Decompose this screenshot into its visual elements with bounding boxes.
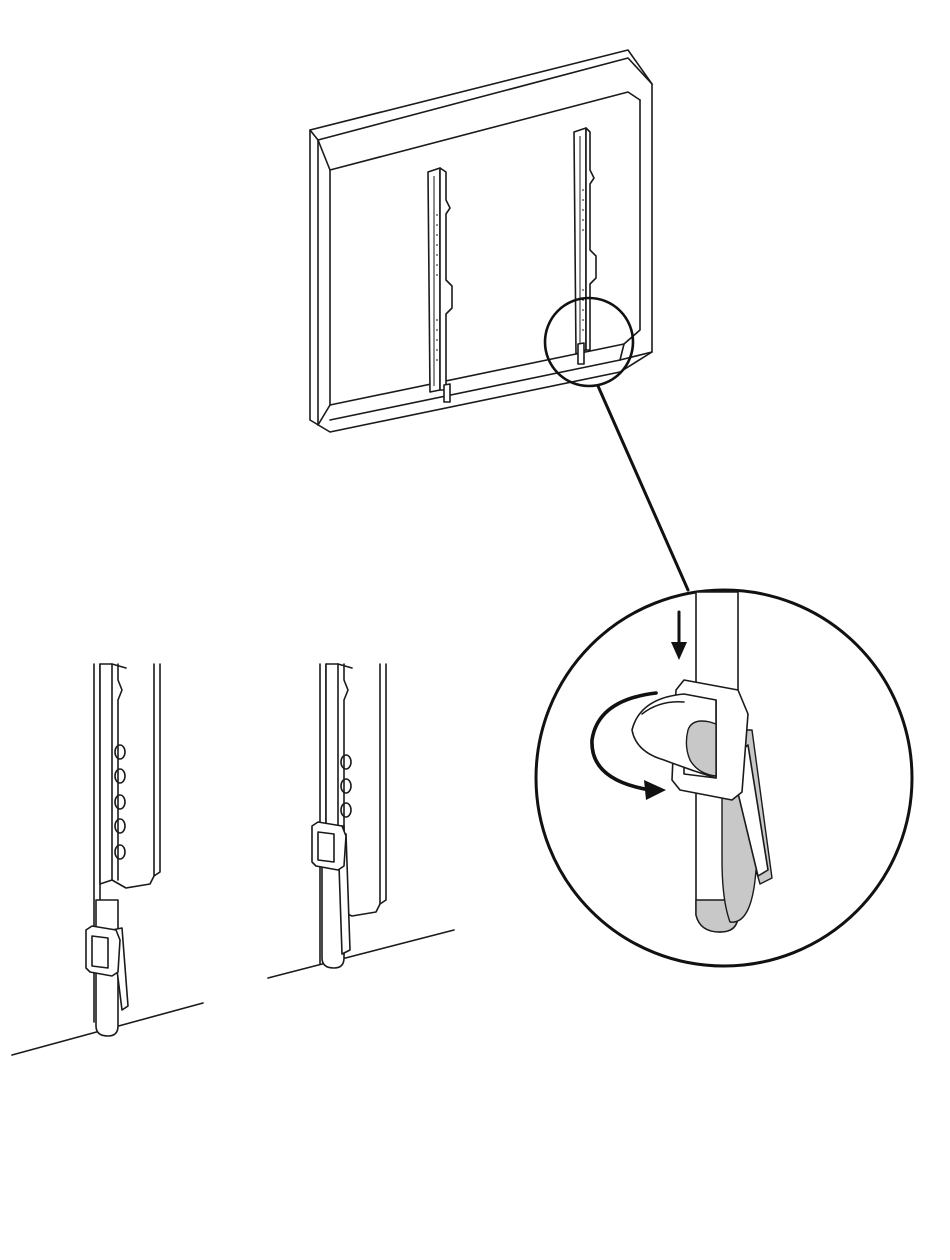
strap-step-before bbox=[12, 664, 203, 1055]
callout-leader-line bbox=[598, 386, 688, 590]
detail-magnifier bbox=[536, 590, 912, 966]
tv-back-panel bbox=[310, 50, 652, 432]
strap-step-after bbox=[268, 664, 454, 978]
